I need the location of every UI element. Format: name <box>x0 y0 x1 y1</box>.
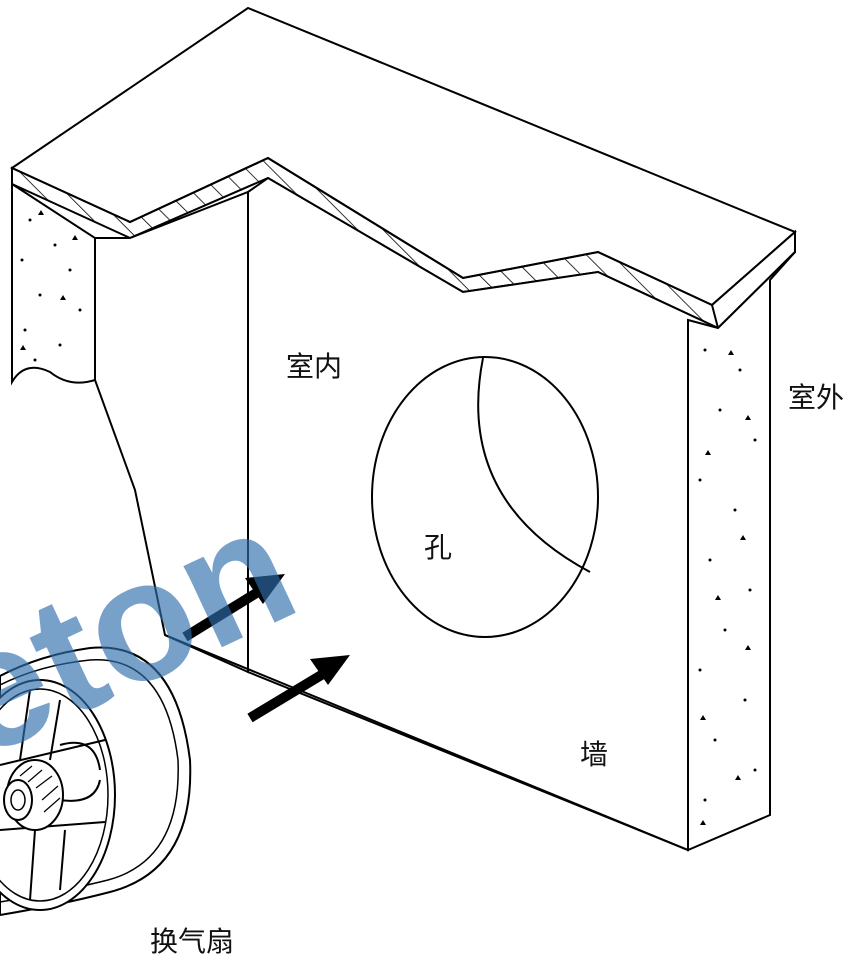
wall-hole <box>371 356 599 638</box>
label-wall: 墙 <box>580 738 609 771</box>
airflow-arrow-upper <box>182 574 285 642</box>
airflow-arrow-lower <box>247 655 350 723</box>
left-wall-concrete-texture <box>20 210 82 362</box>
ventilation-fan <box>0 646 192 917</box>
label-outdoor: 室外 <box>788 381 845 414</box>
label-indoor: 室内 <box>286 350 343 383</box>
label-hole: 孔 <box>424 531 453 564</box>
side-wall-face <box>94 190 249 674</box>
left-wall-section <box>11 182 96 386</box>
wall-hole-inner-edge <box>477 357 591 573</box>
right-wall-concrete-texture <box>698 348 757 825</box>
right-wall-section <box>687 251 796 852</box>
label-fan: 换气扇 <box>150 925 235 958</box>
